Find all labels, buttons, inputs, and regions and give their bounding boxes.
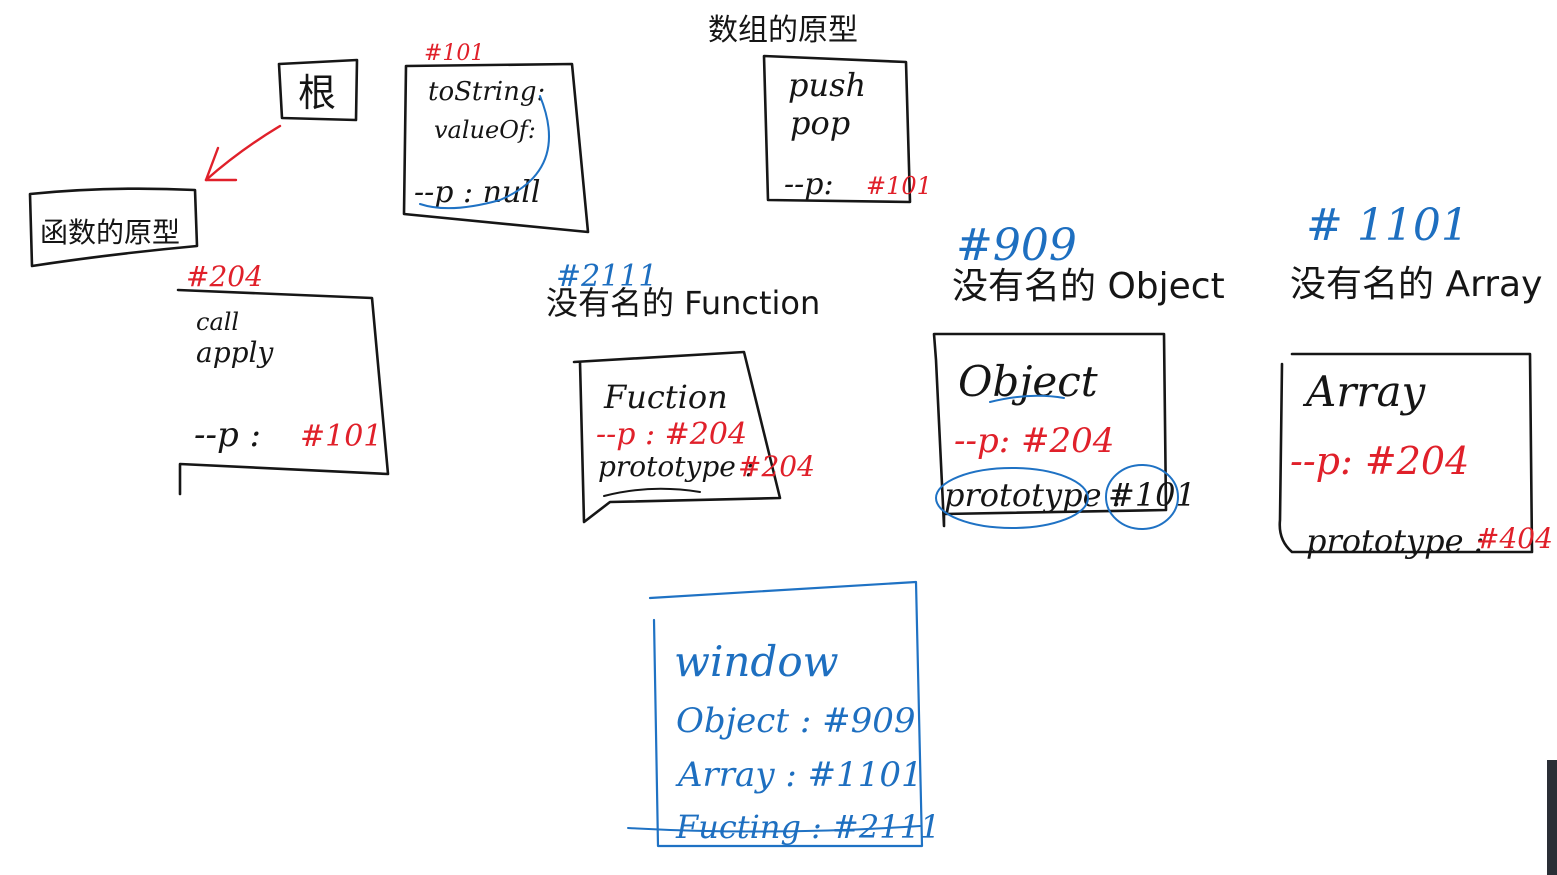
window-row-object: Object : #909	[676, 701, 915, 741]
window-row-function: Fucting : #2111	[675, 808, 940, 846]
array-prototype-group: 数组的原型 push pop --p: #101	[708, 13, 932, 204]
object-prototype-proto: --p : null	[414, 175, 541, 210]
object-constructor-name: Object	[958, 357, 1098, 406]
array-constructor-prototype-val: #404	[1476, 522, 1553, 555]
object-prototype-tostring: toString:	[428, 77, 545, 107]
screen-edge-strip	[1547, 760, 1557, 875]
function-constructor-prototype-key: prototype :	[598, 450, 754, 483]
object-constructor-caption: 没有名的 Object	[952, 266, 1225, 307]
function-constructor-name: Fuction	[603, 378, 728, 416]
function-prototype-address: #204	[186, 260, 263, 293]
function-constructor-proto: --p : #204	[596, 417, 747, 452]
object-constructor-address: #909	[956, 220, 1077, 271]
array-prototype-proto-key: --p:	[784, 167, 834, 202]
object-constructor-prototype-val: #101	[1108, 476, 1196, 514]
window-object-box: window Object : #909 Array : #1101 Fucti…	[627, 580, 940, 848]
array-prototype-push: push	[788, 66, 866, 104]
window-row-array: Array : #1101	[675, 755, 923, 795]
array-prototype-pop: pop	[790, 104, 850, 142]
array-prototype-caption-text: 数组的原型	[708, 13, 858, 48]
array-constructor-proto: --p: #204	[1290, 439, 1469, 483]
function-prototype-caption: 函数的原型	[28, 187, 199, 268]
root-node: 根	[277, 58, 359, 122]
object-constructor-prototype-key: prototype :	[944, 476, 1122, 514]
function-prototype-call: call	[196, 308, 239, 336]
array-constructor-name: Array	[1302, 367, 1427, 416]
window-title: window	[674, 637, 839, 686]
function-constructor-group: #2111 没有名的 Function Fuction --p : #204 p…	[546, 259, 820, 524]
function-constructor-prototype-val: #204	[738, 450, 815, 483]
array-constructor-caption: 没有名的 Array	[1290, 264, 1542, 305]
array-constructor-prototype-key: prototype :	[1306, 522, 1484, 560]
root-arrow	[204, 124, 282, 182]
object-constructor-group: #909 没有名的 Object Object --p: #204 protot…	[932, 220, 1225, 530]
function-prototype-caption-text: 函数的原型	[40, 216, 180, 249]
function-constructor-caption: 没有名的 Function	[546, 284, 820, 322]
array-constructor-group: # 1101 没有名的 Array Array --p: #204 protot…	[1278, 200, 1553, 560]
root-label: 根	[298, 71, 336, 115]
array-constructor-address: # 1101	[1306, 200, 1469, 251]
object-prototype-address: #101	[424, 41, 484, 66]
function-constructor-address: #2111	[556, 259, 657, 294]
object-prototype-box: #101 toString: valueOf: --p : null	[402, 41, 590, 234]
function-prototype-box: #204 call apply --p : #101	[176, 260, 390, 496]
array-prototype-proto-val: #101	[866, 172, 932, 200]
function-prototype-proto-key: --p :	[194, 415, 261, 455]
function-prototype-proto-val: #101	[300, 419, 382, 454]
object-prototype-valueof: valueOf:	[434, 116, 536, 144]
object-constructor-proto: --p: #204	[954, 421, 1114, 461]
function-prototype-apply: apply	[196, 336, 274, 369]
